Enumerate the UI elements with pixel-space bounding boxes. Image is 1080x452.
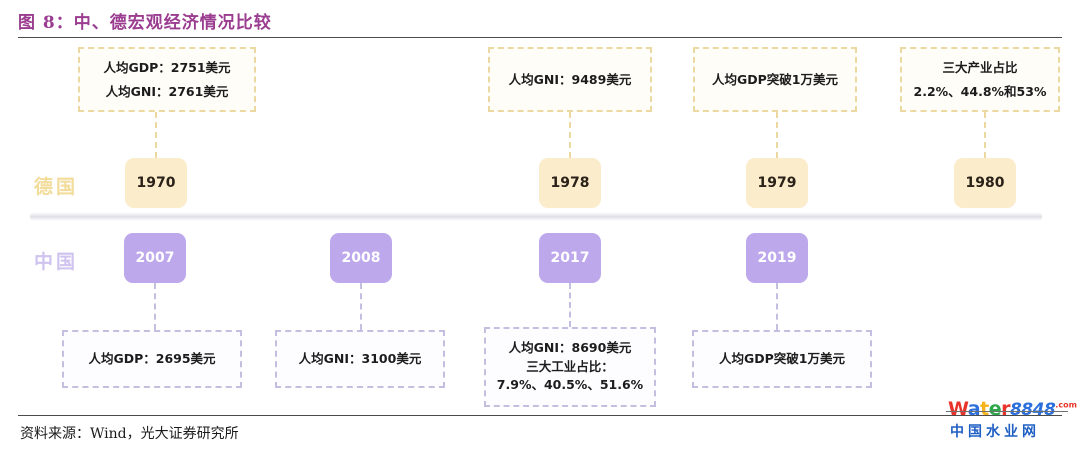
annotation-line: 人均GNI：9489美元 [508, 71, 632, 87]
annotation-line: 人均GDP突破1万美元 [719, 351, 845, 367]
year-chip-2007[interactable]: 2007 [124, 233, 186, 283]
annotation-line: 三大工业占比： [526, 358, 614, 374]
connector-line-1979 [776, 112, 778, 158]
connector-line-2017 [569, 283, 571, 327]
watermark-chinese: 中国水业网 [950, 424, 1040, 440]
year-chip-1978[interactable]: 1978 [539, 158, 601, 208]
watermark: Water8848.com 中国水业网 [946, 398, 1077, 446]
year-chip-2019[interactable]: 2019 [746, 233, 808, 283]
year-chip-1979[interactable]: 1979 [746, 158, 808, 208]
source-note: 资料来源：Wind，光大证券研究所 [20, 426, 239, 442]
annotation-line: 人均GNI：8690美元 [508, 339, 632, 355]
connector-line-2008 [360, 283, 362, 330]
watermark-brand: Water8848.com [948, 398, 1077, 420]
annotation-box-1979: 人均GDP突破1万美元 [693, 47, 857, 112]
annotation-box-2007: 人均GDP：2695美元 [62, 330, 242, 388]
annotation-line: 2.2%、44.8%和53% [913, 83, 1047, 99]
footer-divider [18, 415, 1062, 416]
watermark-domain: .com [1055, 400, 1077, 410]
year-chip-2017[interactable]: 2017 [539, 233, 601, 283]
connector-line-1980 [984, 112, 986, 158]
watermark-letter-a: a [967, 398, 981, 420]
annotation-line: 三大产业占比 [942, 60, 1018, 76]
connector-line-1970 [155, 112, 157, 158]
annotation-box-1978: 人均GNI：9489美元 [488, 47, 652, 112]
annotation-box-2017: 人均GNI：8690美元三大工业占比： 7.9%、40.5%、51.6% [484, 327, 656, 407]
annotation-box-1970: 人均GDP：2751美元人均GNI：2761美元 [78, 47, 256, 112]
watermark-letter-w: W [948, 398, 968, 420]
timeline-axis [30, 212, 1042, 221]
annotation-line: 人均GDP：2695美元 [88, 351, 216, 367]
figure-title: 图 8：中、德宏观经济情况比较 [18, 13, 272, 33]
annotation-line: 人均GDP突破1万美元 [712, 71, 838, 87]
annotation-box-2008: 人均GNI：3100美元 [275, 330, 445, 388]
row-label-china: 中国 [34, 251, 79, 273]
watermark-letter-r: r [1001, 398, 1010, 420]
year-chip-1970[interactable]: 1970 [125, 158, 187, 208]
annotation-box-1980: 三大产业占比 2.2%、44.8%和53% [900, 47, 1060, 112]
annotation-line: 人均GNI：2761美元 [105, 83, 229, 99]
connector-line-2007 [154, 283, 156, 330]
row-label-germany: 德国 [34, 176, 79, 198]
annotation-line: 人均GNI：3100美元 [298, 351, 422, 367]
watermark-strikethrough [946, 411, 1068, 412]
watermark-number: 8848 [1009, 400, 1056, 420]
connector-line-2019 [776, 283, 778, 330]
year-chip-2008[interactable]: 2008 [330, 233, 392, 283]
watermark-letter-e: e [988, 398, 1002, 420]
year-chip-1980[interactable]: 1980 [954, 158, 1016, 208]
connector-line-1978 [569, 112, 571, 158]
annotation-line: 人均GDP：2751美元 [103, 60, 231, 76]
annotation-line: 7.9%、40.5%、51.6% [496, 377, 644, 393]
annotation-box-2019: 人均GDP突破1万美元 [692, 330, 872, 388]
title-divider [18, 37, 1062, 38]
watermark-letter-t: t [980, 398, 989, 420]
